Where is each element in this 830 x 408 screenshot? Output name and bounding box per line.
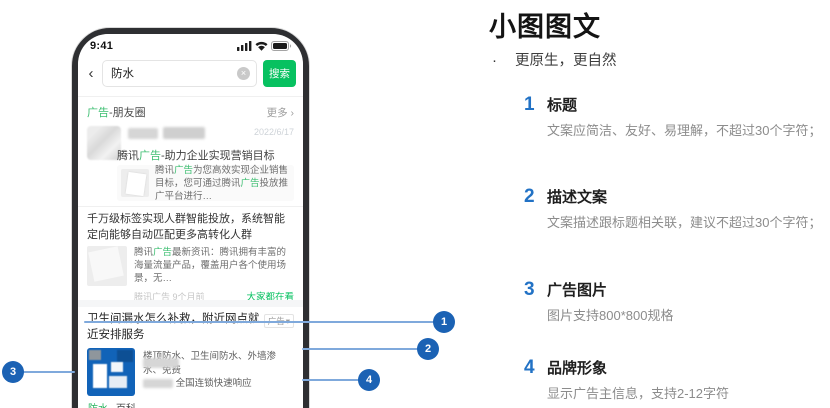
moments-ad-1[interactable]: 2022/6/17 腾讯广告-助力企业实现营销目标 腾讯广告为您高效实现企业销售… bbox=[87, 122, 294, 204]
ad-label: 广告 bbox=[240, 177, 260, 189]
section-header-label: 广告-朋友圈 bbox=[87, 107, 146, 119]
blurred-advertiser-name bbox=[128, 128, 158, 139]
callout-badge-3: 3 bbox=[2, 361, 24, 383]
search-query-text: 防水 bbox=[111, 68, 134, 80]
spec-heading: 广告图片 bbox=[547, 282, 608, 299]
keyword-highlight: 防水 bbox=[88, 400, 108, 408]
result-ad-body: 楼顶防水、卫生间防水、外墙渗水、免费 全国连锁快速响应 bbox=[87, 348, 294, 396]
callout-badge-1: 1 bbox=[433, 311, 455, 333]
spec-heading: 描述文案 bbox=[547, 189, 608, 206]
divider bbox=[78, 206, 303, 207]
blurred-brand-word bbox=[143, 378, 173, 388]
spec-heading: 品牌形象 bbox=[547, 360, 608, 377]
callout-line-1 bbox=[84, 321, 434, 323]
next-result-partial[interactable]: 防水 百科 bbox=[88, 400, 136, 408]
phone-screen: 9:41 bbox=[78, 34, 303, 408]
bullet-row: · 更原生，更自然 bbox=[492, 49, 617, 70]
more-chevron-icon: › bbox=[290, 106, 295, 119]
search-result-ad[interactable]: 卫生间漏水怎么补救，附近网点就近安排服务 广告▾ 楼顶防水、卫生间防水、外墙渗水… bbox=[87, 312, 294, 408]
callout-badge-4: 4 bbox=[358, 369, 380, 391]
page-title: 小图图文 bbox=[489, 12, 601, 42]
spec-description: 文案描述跟标题相关联，建议不超过30个字符； bbox=[547, 215, 822, 230]
card-thumbnail bbox=[121, 169, 149, 197]
callout-line-3 bbox=[23, 371, 75, 373]
bullet-icon: · bbox=[492, 52, 497, 69]
spec-description: 文案应简洁、友好、易理解，不超过30个字符； bbox=[547, 123, 822, 138]
card-text: 腾讯广告为您高效实现企业销售目标，您可通过腾讯广告投放推广平台进行… bbox=[155, 164, 289, 202]
moments-ad-2[interactable]: 千万级标签实现人群智能投放，系统智能定向能够自动匹配更多高转化人群 腾讯广告最新… bbox=[87, 212, 294, 303]
result-ad-title[interactable]: 卫生间漏水怎么补救，附近网点就近安排服务 bbox=[87, 313, 260, 341]
ad-headline[interactable]: 千万级标签实现人群智能投放，系统智能定向能够自动匹配更多高转化人群 bbox=[87, 213, 285, 241]
wifi-icon bbox=[255, 41, 268, 51]
back-chevron-icon[interactable]: ‹ bbox=[88, 64, 94, 82]
status-bar: 9:41 bbox=[90, 39, 292, 53]
search-input[interactable]: 防水 × bbox=[102, 59, 257, 87]
ad-meta-row: 腾讯广告 9个月前 大家都在看 bbox=[134, 289, 294, 304]
callout-line-2 bbox=[302, 348, 418, 350]
divider bbox=[78, 96, 303, 97]
blurred-advertiser-name bbox=[163, 127, 205, 139]
phone-mockup: 9:41 bbox=[72, 28, 309, 408]
ad-source-meta: 腾讯广告 9个月前 bbox=[134, 291, 205, 302]
card-text: 腾讯广告最新资讯：腾讯拥有丰富的海量流量产品，覆盖用户各个使用场景，无… bbox=[134, 247, 287, 284]
trending-label: 大家都在看 bbox=[246, 292, 294, 303]
ad-link-card[interactable]: 腾讯广告最新资讯：腾讯拥有丰富的海量流量产品，覆盖用户各个使用场景，无… bbox=[87, 246, 294, 288]
spec-item-title: 1 标题 文案应简洁、友好、易理解，不超过30个字符； bbox=[524, 94, 821, 139]
ad-label: 广告 bbox=[87, 107, 109, 119]
status-icons bbox=[237, 41, 292, 51]
bullet-text: 更原生，更自然 bbox=[515, 53, 617, 69]
section-header-moments: 广告-朋友圈 更多 › bbox=[87, 104, 294, 120]
more-link[interactable]: 更多 › bbox=[266, 106, 295, 119]
clear-icon[interactable]: × bbox=[237, 66, 250, 80]
spec-item-brand: 4 品牌形象 显示广告主信息，支持2-12字符 bbox=[524, 357, 729, 402]
spec-number: 1 bbox=[524, 94, 535, 115]
advertiser-avatar bbox=[87, 126, 121, 160]
ad-label: 广告 bbox=[139, 150, 161, 162]
ad-date: 2022/6/17 bbox=[253, 127, 294, 137]
ad-link-card[interactable]: 腾讯广告为您高效实现企业销售目标，您可通过腾讯广告投放推广平台进行… bbox=[117, 164, 294, 202]
search-button[interactable]: 搜索 bbox=[263, 59, 296, 87]
spec-item-description: 2 描述文案 文案描述跟标题相关联，建议不超过30个字符； bbox=[524, 186, 821, 231]
ad-label: 广告 bbox=[153, 247, 173, 258]
section-band-divider bbox=[78, 300, 303, 307]
ad-title[interactable]: 腾讯广告-助力企业实现营销目标 bbox=[117, 150, 275, 162]
spec-description: 显示广告主信息，支持2-12字符 bbox=[547, 386, 730, 401]
spec-item-image: 3 广告图片 图片支持800*800规格 bbox=[524, 279, 673, 324]
callout-line-4 bbox=[302, 379, 359, 381]
spec-heading: 标题 bbox=[547, 97, 578, 114]
battery-icon bbox=[271, 41, 292, 51]
card-thumbnail bbox=[87, 246, 127, 286]
spec-number: 4 bbox=[524, 357, 535, 378]
spec-number: 2 bbox=[524, 186, 535, 207]
brand-logo-image[interactable] bbox=[87, 348, 135, 396]
spec-number: 3 bbox=[524, 279, 535, 300]
blurred-brand-name bbox=[143, 358, 179, 368]
search-bar: ‹ 防水 × 搜索 bbox=[86, 58, 296, 88]
callout-badge-2: 2 bbox=[417, 338, 439, 360]
signal-icon bbox=[237, 41, 252, 51]
ad-label: 广告 bbox=[174, 164, 194, 176]
result-ad-description: 楼顶防水、卫生间防水、外墙渗水、免费 全国连锁快速响应 bbox=[143, 351, 277, 389]
status-time: 9:41 bbox=[90, 40, 114, 52]
spec-description: 图片支持800*800规格 bbox=[547, 308, 674, 323]
